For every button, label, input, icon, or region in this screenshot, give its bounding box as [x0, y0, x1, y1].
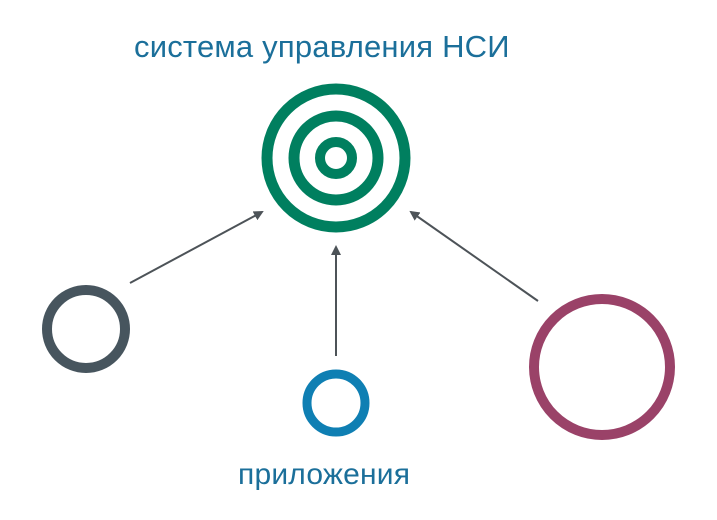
target-inner-ring [315, 137, 357, 179]
left-source-circle [42, 285, 130, 373]
target-outer-ring [261, 83, 411, 233]
center-source-circle [302, 369, 370, 437]
central-target [261, 83, 411, 233]
arrows [129, 210, 539, 356]
target-middle-ring [288, 110, 384, 206]
applications-label: приложения [238, 458, 411, 491]
right-source-circle [529, 294, 675, 440]
arrow-left-to-target [129, 211, 264, 284]
arrow-right-to-target [409, 210, 539, 302]
system-title: система управления НСИ [134, 29, 510, 64]
